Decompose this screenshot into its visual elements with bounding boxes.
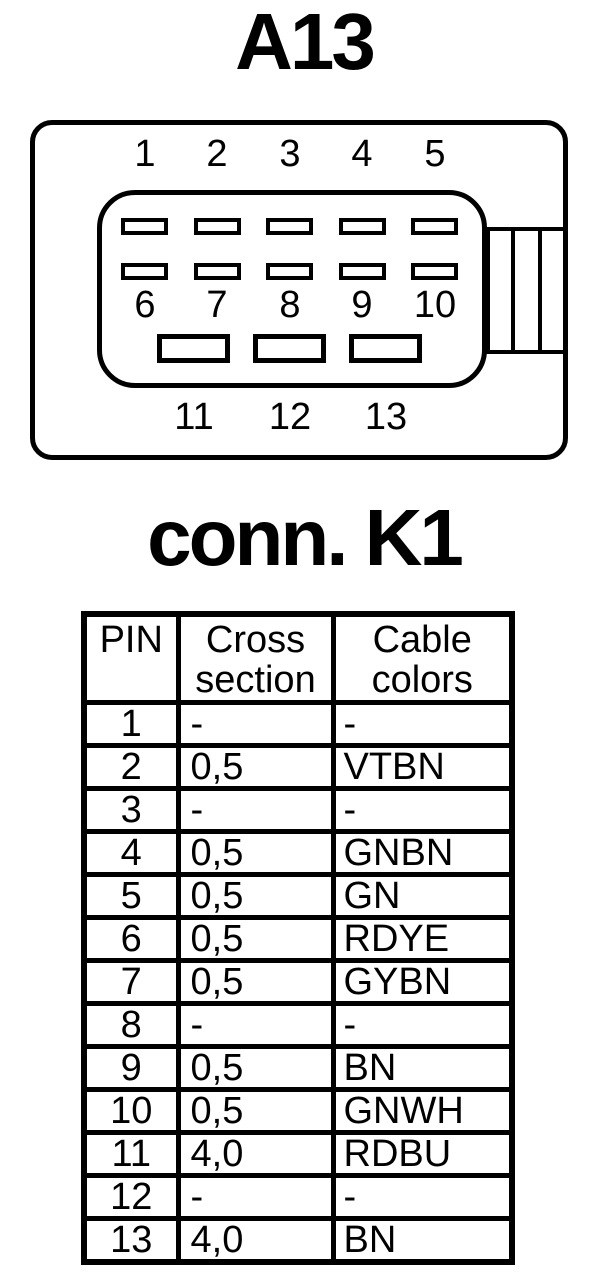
connector-inner-body-outline [97, 190, 487, 388]
pin-slot-7 [194, 263, 241, 280]
cross-section-cell: - [175, 700, 336, 748]
pin-number-cell: 12 [81, 1173, 181, 1221]
connector-housing-outline [30, 120, 568, 460]
latch-divider-line [538, 231, 542, 350]
table-row: 2 0,5 VTBN [81, 743, 515, 791]
cable-color-cell: - [330, 700, 515, 748]
pin-number-cell: 11 [81, 1130, 181, 1178]
table-row: 3 - - [81, 786, 515, 834]
pin-number-label: 4 [351, 133, 373, 175]
pin-number-label: 8 [279, 284, 301, 326]
cross-section-cell: 0,5 [175, 958, 336, 1006]
pin-number-label: 2 [206, 133, 228, 175]
pin-column-header: PIN [81, 611, 181, 705]
table-row: 12 - - [81, 1173, 515, 1221]
pin-slot-9 [339, 263, 386, 280]
latch-divider-line [511, 231, 515, 350]
table-row: 5 0,5 GN [81, 872, 515, 920]
pin-number-label: 7 [206, 284, 228, 326]
cable-color-cell: BN [330, 1216, 515, 1265]
pin-number-cell: 7 [81, 958, 181, 1006]
cross-section-cell: 4,0 [175, 1130, 336, 1178]
pin-number-cell: 3 [81, 786, 181, 834]
pin-slot-13 [349, 334, 422, 363]
pin-number-label: 13 [364, 396, 408, 438]
cable-color-cell: RDYE [330, 915, 515, 963]
pin-number-label: 1 [134, 133, 156, 175]
cable-colors-column-header: Cable colors [330, 611, 515, 705]
cable-color-cell: - [330, 1173, 515, 1221]
table-row: 8 - - [81, 1001, 515, 1049]
pin-number-cell: 2 [81, 743, 181, 791]
cross-section-cell: 0,5 [175, 829, 336, 877]
cross-section-cell: 0,5 [175, 1044, 336, 1092]
table-row: 4 0,5 GNBN [81, 829, 515, 877]
cable-color-cell: BN [330, 1044, 515, 1092]
table-row: 11 4,0 RDBU [81, 1130, 515, 1178]
pin-number-label: 6 [134, 284, 156, 326]
table-row: 9 0,5 BN [81, 1044, 515, 1092]
pin-number-cell: 5 [81, 872, 181, 920]
pin-number-cell: 10 [81, 1087, 181, 1135]
cable-color-cell: GYBN [330, 958, 515, 1006]
pin-slot-12 [253, 334, 326, 363]
cable-color-cell: GNBN [330, 829, 515, 877]
table-row: 7 0,5 GYBN [81, 958, 515, 1006]
pin-slot-8 [266, 263, 313, 280]
table-row: 13 4,0 BN [81, 1216, 515, 1265]
pin-number-cell: 6 [81, 915, 181, 963]
pin-number-label: 11 [174, 396, 214, 438]
pin-number-cell: 4 [81, 829, 181, 877]
pin-number-cell: 1 [81, 700, 181, 748]
cross-section-cell: 0,5 [175, 743, 336, 791]
pin-number-label: 5 [424, 133, 446, 175]
cable-color-cell: GNWH [330, 1087, 515, 1135]
pinout-table: PIN Cross section Cable colors 1 - - 2 0… [81, 611, 515, 1265]
pin-slot-1 [121, 218, 168, 235]
pin-slot-11 [157, 334, 230, 363]
pin-number-label: 9 [351, 284, 373, 326]
pin-number-cell: 9 [81, 1044, 181, 1092]
pin-slot-10 [411, 263, 458, 280]
pin-slot-3 [266, 218, 313, 235]
cable-color-cell: - [330, 786, 515, 834]
cross-section-cell: 0,5 [175, 1087, 336, 1135]
pin-number-label: 3 [279, 133, 301, 175]
cross-section-cell: - [175, 1173, 336, 1221]
pin-number-label: 10 [413, 284, 457, 326]
component-title: A13 [235, 0, 376, 86]
cable-color-cell: VTBN [330, 743, 515, 791]
pin-slot-5 [411, 218, 458, 235]
table-row: 1 - - [81, 700, 515, 748]
table-row: 6 0,5 RDYE [81, 915, 515, 963]
pin-number-cell: 13 [81, 1216, 181, 1265]
cross-section-cell: - [175, 786, 336, 834]
cross-section-cell: - [175, 1001, 336, 1049]
table-row: 10 0,5 GNWH [81, 1087, 515, 1135]
pin-slot-6 [121, 263, 168, 280]
cross-section-cell: 4,0 [175, 1216, 336, 1265]
cross-section-cell: 0,5 [175, 872, 336, 920]
pin-slot-4 [339, 218, 386, 235]
pin-number-label: 12 [268, 396, 312, 438]
pin-slot-2 [194, 218, 241, 235]
pin-number-cell: 8 [81, 1001, 181, 1049]
cross-section-column-header: Cross section [175, 611, 336, 705]
table-header-row: PIN Cross section Cable colors [81, 611, 515, 705]
cross-section-cell: 0,5 [175, 915, 336, 963]
connector-latch [486, 227, 566, 354]
cable-color-cell: GN [330, 872, 515, 920]
cable-color-cell: RDBU [330, 1130, 515, 1178]
connector-title: conn. K1 [147, 493, 464, 582]
cable-color-cell: - [330, 1001, 515, 1049]
